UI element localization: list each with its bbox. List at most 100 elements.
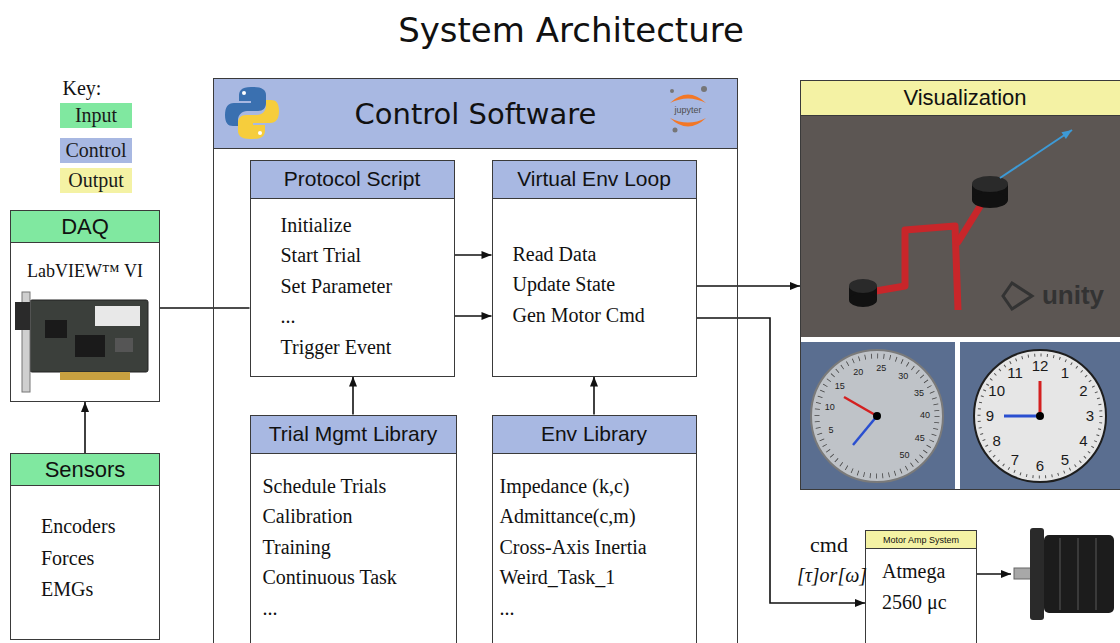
node-body: Atmega 2560 μc bbox=[866, 556, 976, 618]
dial-number: 50 bbox=[900, 450, 910, 460]
legend-text: Control bbox=[65, 139, 126, 162]
card-board bbox=[30, 300, 148, 372]
card-chip bbox=[115, 338, 133, 352]
motor-cylinder bbox=[849, 279, 877, 293]
list-item: Start Trial bbox=[281, 240, 362, 271]
node-body: EncodersForcesEMGs bbox=[11, 511, 159, 606]
gauge-needle bbox=[844, 397, 877, 416]
clock-hand bbox=[1039, 381, 1042, 416]
text-label: [τ]or[ω] bbox=[797, 564, 867, 587]
dial-number: 1 bbox=[1061, 364, 1069, 381]
node-heading: Virtual Env Loop bbox=[517, 167, 671, 191]
dial-number: 8 bbox=[993, 432, 1001, 449]
list-item: ... bbox=[263, 593, 278, 624]
clock-face bbox=[974, 350, 1106, 482]
jupyter-arc bbox=[670, 95, 706, 104]
node-body: InitializeStart TrialSet Parameter...Tri… bbox=[251, 210, 454, 363]
scene-ground bbox=[801, 115, 1120, 337]
header-band: Motor Amp System bbox=[866, 531, 976, 549]
list-item: Initialize bbox=[281, 210, 352, 241]
node-body: Impedance (k,c)Admittance(c,m)Cross-Axis… bbox=[493, 471, 696, 624]
dial-number: 40 bbox=[920, 410, 930, 420]
python-eye bbox=[258, 131, 262, 135]
list-item: Continuous Task bbox=[263, 562, 397, 593]
gauge-hub bbox=[873, 412, 881, 420]
card-label bbox=[95, 306, 140, 326]
header-fill bbox=[214, 79, 737, 148]
legend-swatch: Output bbox=[60, 168, 132, 193]
motor-cylinder bbox=[972, 176, 1008, 192]
connector-arrow bbox=[697, 285, 801, 287]
node-heading: Control Software bbox=[355, 97, 597, 131]
list-item: EMGs bbox=[41, 574, 93, 606]
list-item: ... bbox=[281, 301, 296, 332]
header-band: Protocol Script bbox=[251, 161, 454, 199]
list-item: Admittance(c,m) bbox=[500, 501, 636, 532]
connector-arrow bbox=[593, 377, 595, 415]
dial-number: 45 bbox=[915, 433, 925, 443]
list-item: Training bbox=[263, 532, 331, 563]
gauge-needle bbox=[853, 416, 877, 445]
input-box: SensorsEncodersForcesEMGs bbox=[10, 453, 160, 640]
dial-number: 20 bbox=[853, 367, 863, 377]
dial-number: 12 bbox=[1032, 357, 1049, 374]
motor-flange bbox=[1030, 528, 1044, 620]
unity-scene bbox=[801, 115, 1120, 337]
list-item: Gen Motor Cmd bbox=[513, 300, 645, 331]
clock-ticks bbox=[979, 355, 1101, 477]
header-band: Visualization bbox=[801, 81, 1120, 116]
list-item: Read Data bbox=[513, 239, 597, 270]
motor-fin bbox=[1077, 538, 1079, 610]
jupyter-dot bbox=[670, 89, 674, 93]
list-item: Calibration bbox=[263, 501, 353, 532]
connector-arrow bbox=[697, 318, 866, 603]
dial-number: 4 bbox=[1079, 432, 1087, 449]
drive-arrow bbox=[977, 573, 1011, 575]
gauge-face bbox=[811, 350, 943, 482]
edge-label: cmd bbox=[810, 532, 848, 557]
node-heading: Visualization bbox=[903, 85, 1026, 111]
clock-dial bbox=[974, 350, 1106, 482]
motor-cylinder bbox=[972, 192, 1008, 208]
dial-number: 9 bbox=[986, 407, 994, 424]
dial-number: 7 bbox=[1011, 451, 1019, 468]
jupyter-arc bbox=[670, 118, 706, 127]
dial-panel bbox=[801, 342, 955, 490]
card-fingers bbox=[60, 372, 130, 380]
dial-panel bbox=[960, 342, 1120, 490]
motor-picture bbox=[1014, 528, 1114, 620]
jupyter-dot bbox=[673, 128, 678, 133]
list-item: Cross-Axis Inertia bbox=[500, 532, 647, 563]
list-item: Impedance (k,c) bbox=[500, 471, 630, 502]
gauge-ticks bbox=[817, 356, 937, 476]
dial-number: 25 bbox=[876, 363, 886, 373]
clock-hand bbox=[1004, 415, 1040, 418]
connector-arrow bbox=[352, 377, 354, 415]
dial-number: 15 bbox=[835, 381, 845, 391]
motor-fin bbox=[1095, 538, 1097, 610]
dial-number: 10 bbox=[988, 382, 1005, 399]
list-item: Trigger Event bbox=[281, 332, 392, 363]
python-eye bbox=[242, 91, 246, 95]
node-heading: Motor Amp System bbox=[883, 535, 959, 545]
card-chip bbox=[45, 320, 67, 338]
node-heading: Env Library bbox=[541, 422, 647, 446]
header-band: Virtual Env Loop bbox=[493, 161, 696, 199]
library-box: Env LibraryImpedance (k,c)Admittance(c,m… bbox=[492, 415, 697, 643]
python-logo bbox=[225, 87, 279, 139]
node-heading: Trial Mgmt Library bbox=[269, 422, 437, 446]
motor-fin bbox=[1059, 538, 1061, 610]
node-heading: DAQ bbox=[61, 214, 109, 240]
python-yellow bbox=[238, 100, 279, 139]
legend-swatch: Control bbox=[60, 138, 132, 163]
clock-hub bbox=[1036, 412, 1044, 420]
list-item: Atmega 2560 μc bbox=[882, 556, 964, 618]
motor-cylinder bbox=[849, 293, 877, 307]
diagram-title: System Architecture bbox=[0, 10, 1120, 50]
connector-arrow bbox=[455, 315, 492, 317]
motor-shaft bbox=[1014, 568, 1032, 579]
legend-swatch: Input bbox=[60, 103, 132, 128]
header-band: Env Library bbox=[493, 416, 696, 454]
connector-arrow bbox=[455, 254, 492, 256]
input-box: DAQLabVIEW™ VI bbox=[10, 210, 160, 402]
